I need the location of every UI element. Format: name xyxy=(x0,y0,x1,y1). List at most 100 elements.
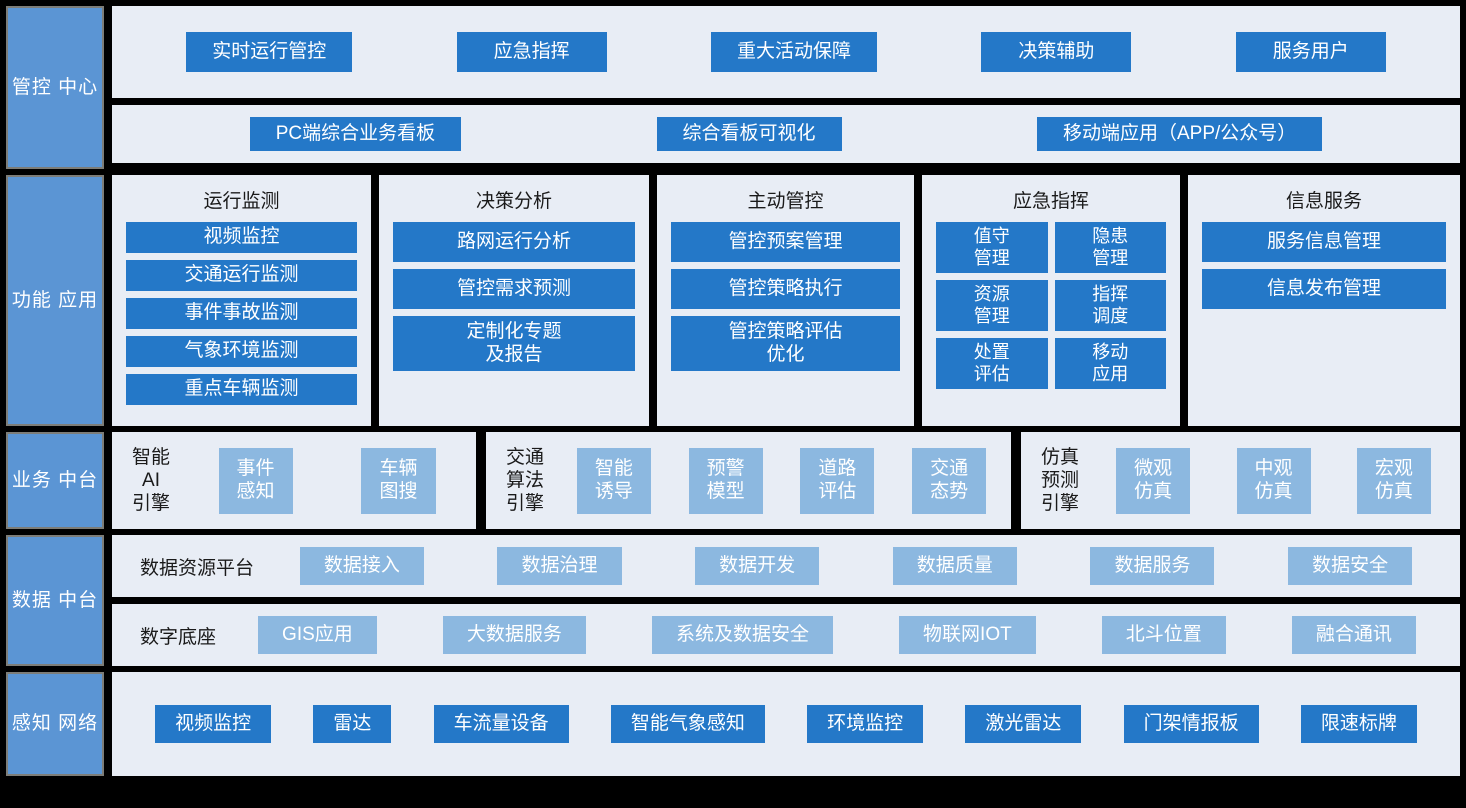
chip-realtime-operation-control[interactable]: 实时运行管控 xyxy=(186,32,353,72)
chip-traffic-flow-device[interactable]: 车流量设备 xyxy=(433,705,569,743)
chip-system-and-data-security[interactable]: 系统及数据安全 xyxy=(651,616,833,654)
chip-video-surveillance-device[interactable]: 视频监控 xyxy=(155,705,272,743)
chip-serve-users[interactable]: 服务用户 xyxy=(1235,32,1386,72)
chip-key-vehicle-monitoring[interactable]: 重点车辆监测 xyxy=(126,374,357,405)
chip-data-quality[interactable]: 数据质量 xyxy=(892,547,1017,585)
chip-gis-application[interactable]: GIS应用 xyxy=(258,616,377,654)
chip-emergency-command[interactable]: 应急指挥 xyxy=(456,32,607,72)
function-group-decision-analysis: 决策分析 路网运行分析 管控需求预测 定制化专题 及报告 xyxy=(379,175,649,426)
chip-mobile-application[interactable]: 移动端应用（APP/公众号） xyxy=(1036,117,1323,151)
layer-control-center: 管控 中心 实时运行管控 应急指挥 重大活动保障 决策辅助 服务用户 PC端综合… xyxy=(6,6,1460,169)
chip-big-data-service[interactable]: 大数据服务 xyxy=(442,616,586,654)
function-group-items: 管控预案管理 管控策略执行 管控策略评估 优化 xyxy=(671,222,900,371)
chip-pc-business-dashboard[interactable]: PC端综合业务看板 xyxy=(249,117,462,151)
chip-converged-communication[interactable]: 融合通讯 xyxy=(1291,616,1416,654)
layer-label-text: 感知 网络 xyxy=(11,713,99,735)
layer-functional-applications-body: 运行监测 视频监控 交通运行监测 事件事故监测 气象环境监测 重点车辆监测 决策… xyxy=(112,175,1460,426)
function-group-title: 运行监测 xyxy=(203,191,280,212)
chip-traffic-situation[interactable]: 交通 态势 xyxy=(912,447,987,514)
layer-perception-network-body: 视频监控 雷达 车流量设备 智能气象感知 环境监控 激光雷达 门架情报板 限速标… xyxy=(112,672,1460,776)
function-group-information-service: 信息服务 服务信息管理 信息发布管理 xyxy=(1188,175,1460,426)
chip-data-ingestion[interactable]: 数据接入 xyxy=(299,547,424,585)
chip-duty-management[interactable]: 值守 管理 xyxy=(936,222,1048,273)
engine-ai: 智能 AI 引擎 事件 感知 车辆 图搜 xyxy=(112,432,476,529)
chip-gantry-information-board[interactable]: 门架情报板 xyxy=(1123,705,1259,743)
chip-data-security[interactable]: 数据安全 xyxy=(1288,547,1413,585)
layer-data-platform: 数据 中台 数据资源平台 数据接入 数据治理 数据开发 数据质量 数据服务 数据… xyxy=(6,535,1460,666)
chip-intelligent-weather-sensing[interactable]: 智能气象感知 xyxy=(610,705,765,743)
chip-control-plan-management[interactable]: 管控预案管理 xyxy=(671,222,900,262)
layer-control-center-body: 实时运行管控 应急指挥 重大活动保障 决策辅助 服务用户 PC端综合业务看板 综… xyxy=(112,6,1460,169)
layer-label-text: 业务 中台 xyxy=(11,469,99,491)
chip-intelligent-guidance[interactable]: 智能 诱导 xyxy=(576,447,651,514)
chip-road-evaluation[interactable]: 道路 评估 xyxy=(800,447,875,514)
engine-traffic-algorithm: 交通 算法 引擎 智能 诱导 预警 模型 道路 评估 交通 态势 xyxy=(486,432,1011,529)
data-resource-platform-items: 数据接入 数据治理 数据开发 数据质量 数据服务 数据安全 xyxy=(268,547,1444,585)
chip-dashboard-visualization[interactable]: 综合看板可视化 xyxy=(656,117,842,151)
chip-information-release-management[interactable]: 信息发布管理 xyxy=(1202,269,1446,309)
chip-iot[interactable]: 物联网IOT xyxy=(899,616,1036,654)
engine-traffic-algorithm-items: 智能 诱导 预警 模型 道路 评估 交通 态势 xyxy=(564,447,999,514)
chip-hazard-management[interactable]: 隐患 管理 xyxy=(1054,222,1166,273)
chip-traffic-operation-monitoring[interactable]: 交通运行监测 xyxy=(126,260,357,291)
chip-mobile-application-emergency[interactable]: 移动 应用 xyxy=(1054,338,1166,389)
function-group-title: 信息服务 xyxy=(1285,191,1362,212)
function-group-title: 应急指挥 xyxy=(1012,191,1089,212)
layer-business-platform-body: 智能 AI 引擎 事件 感知 车辆 图搜 交通 算法 引擎 智能 诱导 预警 模… xyxy=(112,432,1460,529)
function-group-items: 值守 管理 隐患 管理 资源 管理 指挥 调度 处置 评估 移动 应用 xyxy=(936,222,1166,389)
chip-service-information-management[interactable]: 服务信息管理 xyxy=(1202,222,1446,262)
function-group-items: 路网运行分析 管控需求预测 定制化专题 及报告 xyxy=(393,222,635,371)
function-group-items: 视频监控 交通运行监测 事件事故监测 气象环境监测 重点车辆监测 xyxy=(126,222,357,405)
layer-label-text: 功能 应用 xyxy=(11,289,99,311)
chip-control-strategy-evaluation-optimization[interactable]: 管控策略评估 优化 xyxy=(671,316,900,371)
layer-label-functional-applications: 功能 应用 xyxy=(6,175,104,426)
chip-beidou-positioning[interactable]: 北斗位置 xyxy=(1101,616,1226,654)
chip-data-service[interactable]: 数据服务 xyxy=(1090,547,1215,585)
data-resource-platform-row: 数据资源平台 数据接入 数据治理 数据开发 数据质量 数据服务 数据安全 xyxy=(112,535,1460,597)
layer-label-perception-network: 感知 网络 xyxy=(6,672,104,776)
data-resource-platform-name: 数据资源平台 xyxy=(140,557,255,579)
chip-disposal-evaluation[interactable]: 处置 评估 xyxy=(936,338,1048,389)
chip-major-event-support[interactable]: 重大活动保障 xyxy=(710,32,877,72)
chip-weather-environment-monitoring[interactable]: 气象环境监测 xyxy=(126,336,357,367)
function-group-title: 主动管控 xyxy=(747,191,824,212)
layer-data-platform-body: 数据资源平台 数据接入 数据治理 数据开发 数据质量 数据服务 数据安全 数字底… xyxy=(112,535,1460,666)
chip-vehicle-image-search[interactable]: 车辆 图搜 xyxy=(361,447,436,514)
chip-lidar[interactable]: 激光雷达 xyxy=(965,705,1082,743)
chip-early-warning-model[interactable]: 预警 模型 xyxy=(688,447,763,514)
function-group-title: 决策分析 xyxy=(475,191,552,212)
functional-application-columns: 运行监测 视频监控 交通运行监测 事件事故监测 气象环境监测 重点车辆监测 决策… xyxy=(112,175,1460,426)
chip-control-demand-forecast[interactable]: 管控需求预测 xyxy=(393,269,635,309)
control-center-terminals-panel: PC端综合业务看板 综合看板可视化 移动端应用（APP/公众号） xyxy=(112,105,1460,163)
digital-foundation-row: 数字底座 GIS应用 大数据服务 系统及数据安全 物联网IOT 北斗位置 融合通… xyxy=(112,604,1460,666)
chip-resource-management[interactable]: 资源 管理 xyxy=(936,280,1048,331)
chip-data-development[interactable]: 数据开发 xyxy=(695,547,820,585)
function-group-items: 服务信息管理 信息发布管理 xyxy=(1202,222,1446,309)
chip-incident-accident-monitoring[interactable]: 事件事故监测 xyxy=(126,298,357,329)
layer-label-business-platform: 业务 中台 xyxy=(6,432,104,529)
chip-speed-limit-sign[interactable]: 限速标牌 xyxy=(1300,705,1417,743)
layer-functional-applications: 功能 应用 运行监测 视频监控 交通运行监测 事件事故监测 气象环境监测 重点车… xyxy=(6,175,1460,426)
digital-foundation-items: GIS应用 大数据服务 系统及数据安全 物联网IOT 北斗位置 融合通讯 xyxy=(230,616,1444,654)
chip-environment-monitoring[interactable]: 环境监控 xyxy=(807,705,924,743)
chip-video-surveillance[interactable]: 视频监控 xyxy=(126,222,357,253)
chip-control-strategy-execution[interactable]: 管控策略执行 xyxy=(671,269,900,309)
engine-simulation-prediction: 仿真 预测 引擎 微观 仿真 中观 仿真 宏观 仿真 xyxy=(1021,432,1460,529)
chip-radar[interactable]: 雷达 xyxy=(313,705,392,743)
chip-decision-assistance[interactable]: 决策辅助 xyxy=(981,32,1132,72)
chip-custom-topic-and-report[interactable]: 定制化专题 及报告 xyxy=(393,316,635,371)
chip-macro-simulation[interactable]: 宏观 仿真 xyxy=(1356,447,1431,514)
chip-meso-simulation[interactable]: 中观 仿真 xyxy=(1236,447,1311,514)
function-group-operation-monitoring: 运行监测 视频监控 交通运行监测 事件事故监测 气象环境监测 重点车辆监测 xyxy=(112,175,371,426)
engine-name-traffic-algorithm: 交通 算法 引擎 xyxy=(506,446,545,515)
chip-data-governance[interactable]: 数据治理 xyxy=(497,547,622,585)
chip-command-dispatch[interactable]: 指挥 调度 xyxy=(1054,280,1166,331)
chip-event-perception[interactable]: 事件 感知 xyxy=(218,447,293,514)
layer-business-platform: 业务 中台 智能 AI 引擎 事件 感知 车辆 图搜 交通 算法 引擎 智能 诱… xyxy=(6,432,1460,529)
function-group-emergency-command: 应急指挥 值守 管理 隐患 管理 资源 管理 指挥 调度 处置 评估 移动 应用 xyxy=(922,175,1180,426)
function-group-active-control: 主动管控 管控预案管理 管控策略执行 管控策略评估 优化 xyxy=(657,175,914,426)
chip-micro-simulation[interactable]: 微观 仿真 xyxy=(1116,447,1191,514)
chip-road-network-operation-analysis[interactable]: 路网运行分析 xyxy=(393,222,635,262)
control-center-scenarios-panel: 实时运行管控 应急指挥 重大活动保障 决策辅助 服务用户 xyxy=(112,6,1460,98)
